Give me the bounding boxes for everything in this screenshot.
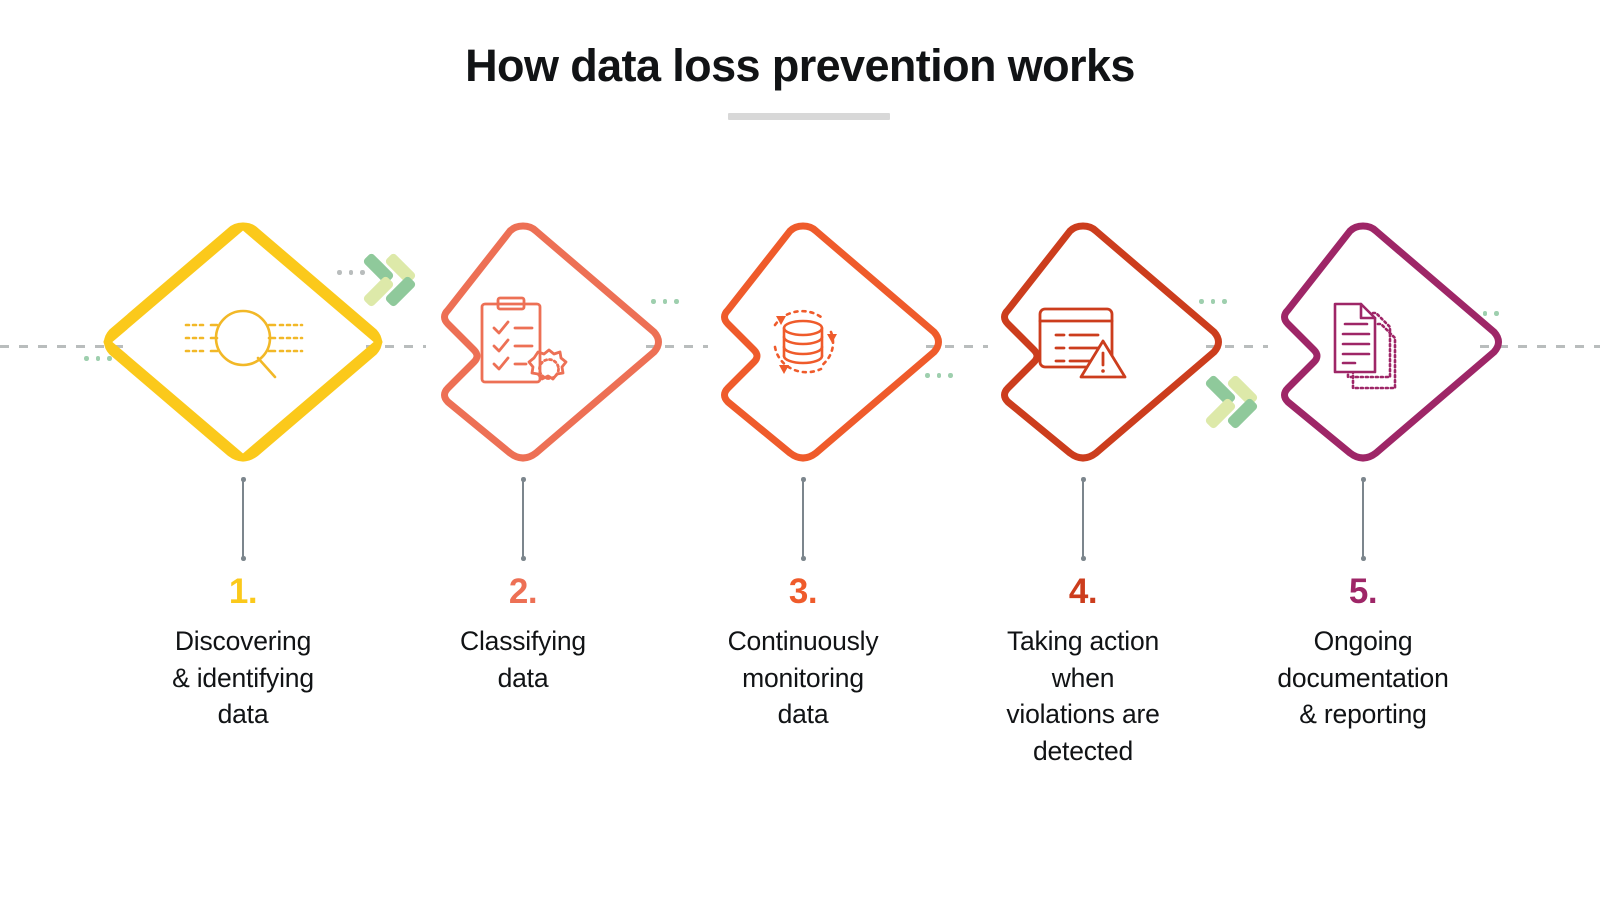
step-label: Taking action when violations are detect… bbox=[1006, 626, 1160, 766]
process-step-3[interactable]: 3. Continuously monitoring data bbox=[653, 0, 953, 900]
step-caption-5: 5. Ongoing documentation & reporting bbox=[1203, 572, 1523, 733]
step-caption-4: 4. Taking action when violations are det… bbox=[923, 572, 1243, 769]
dot-cluster-icon bbox=[337, 270, 365, 275]
step-connector-stem bbox=[801, 475, 806, 561]
diamond-shape-3 bbox=[653, 212, 953, 472]
step-caption-3: 3. Continuously monitoring data bbox=[643, 572, 963, 733]
flow-rail-2-3 bbox=[646, 345, 708, 348]
flow-rail-right bbox=[1480, 345, 1600, 348]
step-number: 5. bbox=[1348, 572, 1378, 611]
process-step-2[interactable]: 2. Classifying data bbox=[373, 0, 673, 900]
step-number: 1. bbox=[228, 572, 258, 611]
process-step-4[interactable]: 4. Taking action when violations are det… bbox=[933, 0, 1233, 900]
dot-cluster-icon bbox=[925, 373, 953, 378]
step-label: Classifying data bbox=[460, 626, 586, 693]
page-title: How data loss prevention works bbox=[465, 40, 1135, 91]
step-caption-2: 2. Classifying data bbox=[363, 572, 683, 696]
dot-cluster-icon bbox=[1199, 299, 1227, 304]
step-caption-1: 1. Discovering & identifying data bbox=[83, 572, 403, 733]
step-connector-stem bbox=[1361, 475, 1366, 561]
flow-rail-1-2 bbox=[366, 345, 426, 348]
process-step-1[interactable]: 1. Discovering & identifying data bbox=[93, 0, 393, 900]
step-label: Discovering & identifying data bbox=[172, 626, 314, 729]
diamond-shape-5 bbox=[1213, 212, 1513, 472]
step-connector-stem bbox=[241, 475, 246, 561]
step-label: Continuously monitoring data bbox=[727, 626, 879, 729]
step-connector-stem bbox=[521, 475, 526, 561]
process-step-5[interactable]: 5. Ongoing documentation & reporting bbox=[1213, 0, 1513, 900]
step-number: 3. bbox=[788, 572, 818, 611]
flow-rail-left bbox=[0, 345, 132, 348]
diamond-shape-2 bbox=[373, 212, 673, 472]
title-underline-rule bbox=[728, 113, 890, 120]
flow-rail-3-4 bbox=[926, 345, 988, 348]
dot-cluster-icon bbox=[651, 299, 679, 304]
flow-rail-4-5 bbox=[1206, 345, 1268, 348]
diamond-shape-4 bbox=[933, 212, 1233, 472]
dot-cluster-icon bbox=[84, 356, 112, 361]
step-number: 4. bbox=[1068, 572, 1098, 611]
step-label: Ongoing documentation & reporting bbox=[1277, 626, 1449, 729]
diamond-shape-1 bbox=[93, 212, 393, 472]
step-connector-stem bbox=[1081, 475, 1086, 561]
step-number: 2. bbox=[508, 572, 538, 611]
